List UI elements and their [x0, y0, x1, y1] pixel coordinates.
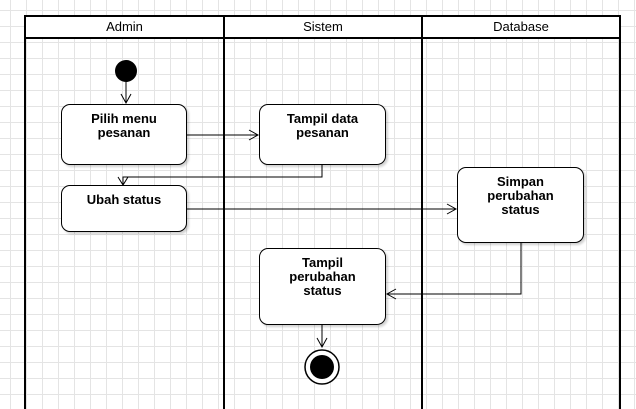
activity-pilih-menu-pesanan: Pilih menu pesanan [61, 104, 187, 165]
activity-simpan-perubahan-status: Simpan perubahan status [457, 167, 584, 243]
edge-tampil-data-to-ubah-status [122, 165, 323, 184]
swimlane-header-admin: Admin [26, 15, 223, 39]
activity-label: Tampil data pesanan [286, 111, 359, 140]
swimlane-admin: Admin [24, 15, 225, 409]
arrowhead-start-to-pilih-menu [120, 93, 132, 105]
swimlane-header-database: Database [423, 15, 619, 39]
arrowhead-simpan-to-tampil-perubahan [385, 288, 397, 300]
initial-node [115, 60, 137, 82]
activity-label: Simpan perubahan status [487, 174, 554, 217]
activity-label: Ubah status [86, 192, 162, 207]
swimlane-header-sistem: Sistem [225, 15, 421, 39]
arrowhead-pilih-menu-to-tampil-data [248, 129, 260, 141]
arrowhead-tampil-perubahan-to-end [316, 337, 328, 349]
activity-label: Pilih menu pesanan [91, 111, 157, 140]
final-node-core [310, 355, 334, 379]
activity-tampil-data-pesanan: Tampil data pesanan [259, 104, 386, 165]
activity-ubah-status: Ubah status [61, 185, 187, 232]
edge-simpan-to-tampil-perubahan [387, 243, 522, 295]
activity-tampil-perubahan-status: Tampil perubahan status [259, 248, 386, 325]
activity-label: Tampil perubahan status [289, 255, 356, 298]
arrowhead-ubah-status-to-simpan [446, 203, 458, 215]
swimlane-database: Database [421, 15, 621, 409]
